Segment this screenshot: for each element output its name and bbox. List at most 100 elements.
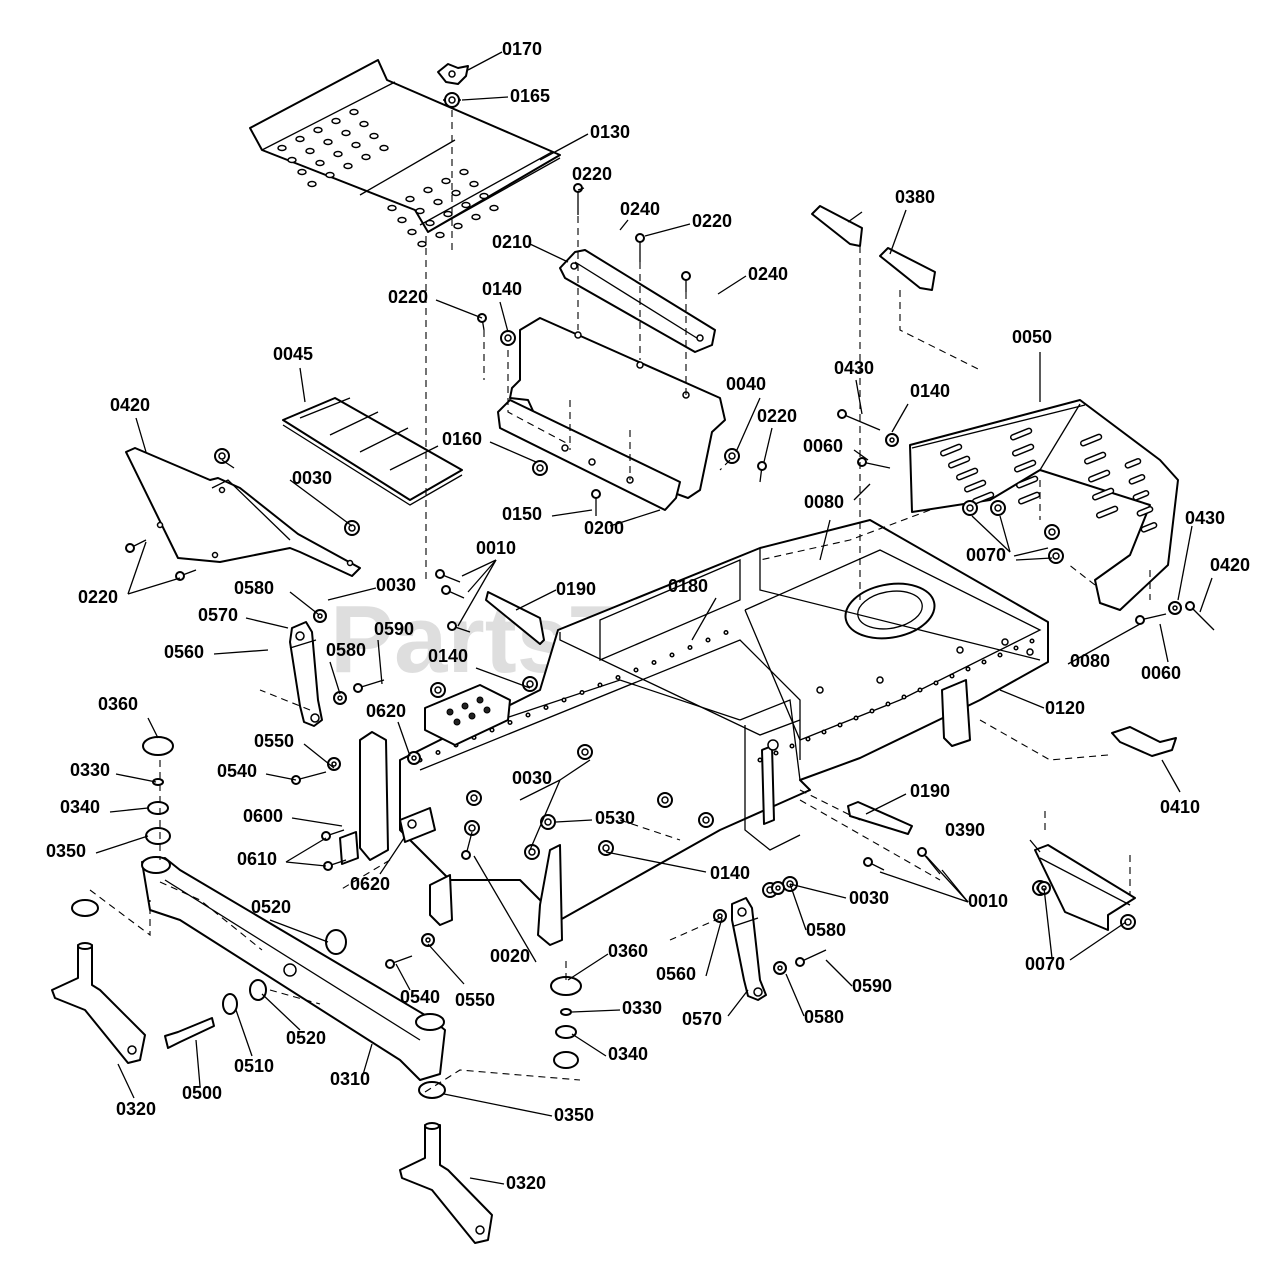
rear-bar-0390 [1034,844,1136,931]
callout-0190: 0190 [910,781,950,801]
callout-0620: 0620 [350,874,390,894]
caster-fork-0320-right [399,1122,493,1244]
callout-0040: 0420 [110,395,150,415]
callout-0350: 0350 [554,1105,594,1125]
callout-0030: 0030 [849,888,889,908]
callout-0550: 0550 [254,731,294,751]
callout-0410: 0410 [1160,797,1200,817]
callout-0570: 0570 [198,605,238,625]
callout-0600: 0600 [243,806,283,826]
callout-0020: 0020 [490,946,530,966]
callout-0540: 0540 [217,761,257,781]
callout-0060: 0060 [803,436,843,456]
callout-0140: 0140 [428,646,468,666]
callout-0560: 0560 [656,964,696,984]
deck-plate-0130 [249,59,561,248]
callout-0030: 0030 [292,468,332,488]
callout-0580: 0580 [806,920,846,940]
caster-stack-left [71,736,174,917]
callout-0550: 0550 [455,990,495,1010]
callout-0080: 0080 [804,492,844,512]
callout-0200: 0200 [584,518,624,538]
callout-0190: 0190 [556,579,596,599]
leader-lines [95,51,1213,1185]
callout-0160: 0160 [442,429,482,449]
callout-0330: 0330 [622,998,662,1018]
callout-0570: 0570 [682,1009,722,1029]
callout-0420: 0140 [910,381,950,401]
callout-0520: 0520 [251,897,291,917]
callout-0580: 0580 [804,1007,844,1027]
callout-0340: 0340 [608,1044,648,1064]
callout-0520: 0520 [286,1028,326,1048]
callout-0220: 0220 [388,287,428,307]
control-plate [424,684,511,746]
callout-0330: 0330 [70,760,110,780]
callout-0560: 0560 [164,642,204,662]
callout-0380: 0380 [895,187,935,207]
caster-fork-0320-left [51,942,146,1064]
pivot-brackets [339,731,436,865]
callout-0360: 0360 [98,694,138,714]
callout-0340: 0340 [60,797,100,817]
callout-0530: 0530 [595,808,635,828]
callout-0510: 0510 [234,1056,274,1076]
callout-0610: 0610 [237,849,277,869]
callout-0320: 0320 [506,1173,546,1193]
callout-0080: 0080 [1070,651,1110,671]
axle-0310 [141,856,446,1081]
callout-0140: 0140 [482,279,522,299]
callout-0220: 0220 [757,406,797,426]
callout-0220: 0220 [572,164,612,184]
callout-0590: 0590 [374,619,414,639]
callout-0165: 0165 [510,86,550,106]
callout-0140: 0140 [710,863,750,883]
caster-stack-right [418,976,582,1099]
callout-0620: 0620 [366,701,406,721]
rear-guard-0050 [909,399,1179,611]
callout-0010: 0010 [476,538,516,558]
callout-0130: 0130 [590,122,630,142]
callout-0590: 0590 [852,976,892,996]
callout-0030: 0030 [512,768,552,788]
handles-0380 [811,205,936,291]
explode-lines [89,135,1151,1093]
callout-0500: 0500 [182,1083,222,1103]
callout-0045: 0045 [273,344,313,364]
callout-0170: 0170 [502,39,542,59]
callout-0140: 0040 [726,374,766,394]
callout-labels: 0170 0165 0130 0220 0240 0220 0210 0240 … [46,39,1250,1193]
callout-0390: 0390 [945,820,985,840]
callout-0540: 0540 [400,987,440,1007]
callout-0360: 0360 [608,941,648,961]
callout-0210: 0210 [492,232,532,252]
callout-0580: 0580 [326,640,366,660]
callout-0150: 0150 [502,504,542,524]
callout-0060: 0060 [1141,663,1181,683]
side-panel-0040 [125,447,361,577]
callout-0030: 0030 [376,575,416,595]
callout-0010: 0010 [968,891,1008,911]
callout-0430: 0430 [834,358,874,378]
callout-0240: 0240 [748,264,788,284]
shock-0570-left [289,621,323,727]
callout-0430: 0430 [1185,508,1225,528]
callout-0070: 0070 [1025,954,1065,974]
callout-0420: 0420 [1210,555,1250,575]
bolt-0500 [164,929,347,1049]
bracket-0410 [1111,726,1177,757]
foot-pad-0045 [282,397,463,506]
callout-0180: 0180 [668,576,708,596]
callout-0240: 0240 [620,199,660,219]
callout-0120: 0120 [1045,698,1085,718]
shock-0570-right [731,897,767,1001]
callout-0220: 0220 [692,211,732,231]
callout-0350: 0350 [46,841,86,861]
support-0200 [497,317,726,511]
rods-0190 [485,591,913,835]
callout-0050: 0050 [1012,327,1052,347]
hardware [125,92,1215,975]
callout-0310: 0310 [330,1069,370,1089]
callout-0070: 0070 [966,545,1006,565]
